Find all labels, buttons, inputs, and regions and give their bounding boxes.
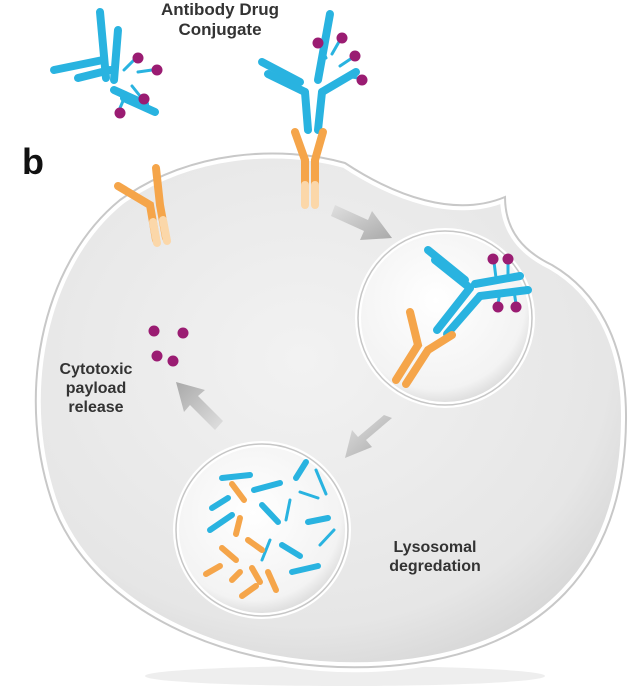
internalization-arrow bbox=[331, 205, 392, 240]
adc-title-label: Antibody Drug Conjugate bbox=[120, 0, 320, 41]
bound-receptor bbox=[291, 128, 327, 209]
title-line-1: Antibody Drug bbox=[160, 0, 280, 19]
internalized-adc-payload bbox=[487, 253, 522, 313]
release-arrow bbox=[176, 382, 223, 430]
payload-release-label: Cytotoxic payload release bbox=[36, 360, 156, 418]
title-line-2: Conjugate bbox=[178, 20, 262, 40]
lyso-line-1: Lysosomal bbox=[393, 539, 477, 556]
internalized-adc bbox=[424, 246, 532, 338]
internalized-receptor bbox=[392, 308, 456, 388]
bound-antibody-drug-conjugate bbox=[258, 10, 360, 134]
lysosome-vesicle bbox=[173, 441, 351, 619]
panel-letter: b bbox=[22, 141, 44, 182]
payload-line-3: release bbox=[68, 399, 124, 417]
degraded-fragments bbox=[203, 459, 336, 599]
free-adc-payload bbox=[114, 52, 163, 119]
payload-line-1: Cytotoxic bbox=[59, 361, 133, 378]
floor-shadow bbox=[145, 666, 545, 686]
released-payload bbox=[148, 325, 189, 367]
lyso-line-2: degredation bbox=[389, 558, 481, 576]
lysosomal-degradation-label: Lysosomal degredation bbox=[360, 538, 510, 576]
bound-adc-payload bbox=[312, 32, 368, 86]
trafficking-arrow bbox=[345, 415, 392, 458]
unbound-receptor bbox=[114, 164, 171, 247]
payload-line-2: payload bbox=[65, 380, 127, 398]
